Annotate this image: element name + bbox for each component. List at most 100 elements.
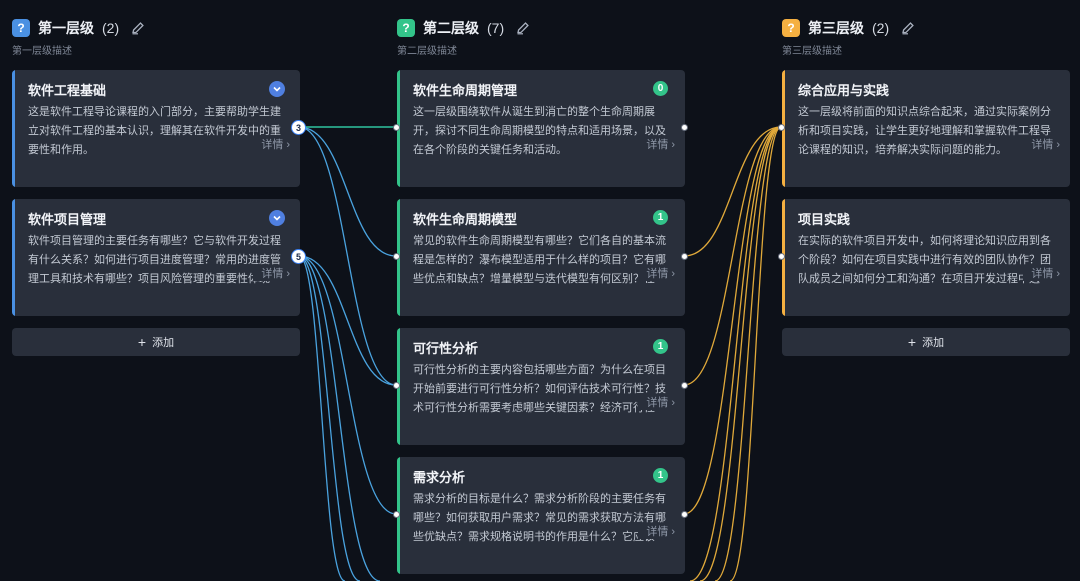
connector-dot[interactable]: [393, 253, 400, 260]
level-3-description: 第三层级描述: [782, 46, 842, 57]
card-description: 常见的软件生命周期模型有哪些？它们各自的基本流程是怎样的？瀑布模型适用于什么样的…: [413, 235, 666, 285]
card-description: 这一层级将前面的知识点综合起来，通过实际案例分析和项目实践，让学生更好地理解和掌…: [798, 106, 1051, 156]
chevron-right-icon: ›: [671, 526, 675, 538]
connection-line: [683, 126, 782, 257]
level-2-description: 第二层级描述: [397, 46, 457, 57]
question-icon: ?: [12, 19, 30, 37]
chevron-right-icon: ›: [1056, 139, 1060, 151]
level-2-count: (7): [487, 20, 505, 36]
card-software-lifecycle-models[interactable]: 软件生命周期模型 1 常见的软件生命周期模型有哪些？它们各自的基本流程是怎样的？…: [397, 199, 685, 316]
card-comprehensive-application[interactable]: 综合应用与实践 这一层级将前面的知识点综合起来，通过实际案例分析和项目实践，让学…: [782, 70, 1070, 187]
chevron-down-icon[interactable]: [269, 210, 285, 226]
details-label: 详情: [646, 139, 669, 151]
connection-line: [683, 126, 782, 515]
level-3-count: (2): [872, 20, 890, 36]
card-description: 这一层级围绕软件从诞生到消亡的整个生命周期展开，探讨不同生命周期模型的特点和适用…: [413, 106, 666, 156]
connection-line: [689, 126, 782, 581]
card-software-lifecycle-management[interactable]: 软件生命周期管理 0 这一层级围绕软件从诞生到消亡的整个生命周期展开，探讨不同生…: [397, 70, 685, 187]
connector-dot[interactable]: [681, 511, 688, 518]
connector-dot[interactable]: [681, 124, 688, 131]
level-3-header: ? 第三层级 (2): [782, 17, 915, 39]
chevron-right-icon: ›: [671, 139, 675, 151]
add-button[interactable]: + 添加: [782, 328, 1070, 356]
level-1-count: (2): [102, 20, 120, 36]
details-link[interactable]: 详情›: [638, 265, 675, 281]
card-title: 需求分析: [413, 470, 466, 485]
connector-dot[interactable]: [393, 511, 400, 518]
card-project-practice[interactable]: 项目实践 在实际的软件项目开发中，如何将理论知识应用到各个阶段？如何在项目实践中…: [782, 199, 1070, 316]
card-title: 软件生命周期管理: [413, 83, 518, 98]
level-1-header: ? 第一层级 (2): [12, 17, 145, 39]
chevron-right-icon: ›: [286, 268, 290, 280]
card-accent-bar: [12, 70, 15, 187]
connector-dot[interactable]: [393, 382, 400, 389]
card-software-engineering-basics[interactable]: 软件工程基础 这是软件工程导论课程的入门部分，主要帮助学生建立对软件工程的基本认…: [12, 70, 300, 187]
connection-line: [298, 255, 397, 386]
connector-dot[interactable]: [778, 124, 785, 131]
details-link[interactable]: 详情›: [638, 394, 675, 410]
details-label: 详情: [1031, 268, 1054, 280]
pencil-icon[interactable]: [516, 21, 530, 35]
question-icon: ?: [397, 19, 415, 37]
card-feasibility-analysis[interactable]: 可行性分析 1 可行性分析的主要内容包括哪些方面？为什么在项目开始前要进行可行性…: [397, 328, 685, 445]
details-label: 详情: [646, 526, 669, 538]
details-link[interactable]: 详情›: [638, 523, 675, 539]
plus-icon: +: [137, 334, 147, 350]
details-label: 详情: [646, 397, 669, 409]
connection-count-node[interactable]: 3: [291, 120, 306, 135]
connector-dot[interactable]: [778, 253, 785, 260]
card-description: 在实际的软件项目开发中，如何将理论知识应用到各个阶段？如何在项目实践中进行有效的…: [798, 235, 1051, 285]
connection-line: [298, 126, 397, 386]
card-description: 可行性分析的主要内容包括哪些方面？为什么在项目开始前要进行可行性分析？如何评估技…: [413, 364, 666, 414]
card-title: 综合应用与实践: [798, 83, 890, 98]
level-3-title: 第三层级: [808, 20, 864, 36]
card-title: 软件生命周期模型: [413, 212, 518, 227]
connection-line: [298, 126, 397, 257]
card-description: 需求分析的目标是什么？需求分析阶段的主要任务有哪些？如何获取用户需求？常见的需求…: [413, 493, 666, 543]
chevron-right-icon: ›: [286, 139, 290, 151]
connection-line: [714, 126, 782, 581]
card-accent-bar: [12, 199, 15, 316]
details-label: 详情: [261, 139, 284, 151]
connector-dot[interactable]: [681, 253, 688, 260]
details-label: 详情: [646, 268, 669, 280]
card-title: 软件工程基础: [28, 83, 107, 98]
chevron-right-icon: ›: [671, 268, 675, 280]
details-link[interactable]: 详情›: [638, 136, 675, 152]
chevron-right-icon: ›: [1056, 268, 1060, 280]
count-badge: 1: [653, 339, 668, 354]
pencil-icon[interactable]: [131, 21, 145, 35]
count-badge: 1: [653, 210, 668, 225]
card-description: 软件项目管理的主要任务有哪些？它与软件开发过程有什么关系？如何进行项目进度管理？…: [28, 235, 281, 285]
details-link[interactable]: 详情›: [253, 136, 290, 152]
connection-line: [683, 126, 782, 386]
level-2-title: 第二层级: [423, 20, 479, 36]
card-title: 软件项目管理: [28, 212, 107, 227]
level-1-description: 第一层级描述: [12, 46, 72, 57]
connection-line: [699, 126, 782, 581]
pencil-icon[interactable]: [901, 21, 915, 35]
plus-icon: +: [907, 334, 917, 350]
connection-line: [298, 255, 346, 581]
card-software-project-management[interactable]: 软件项目管理 软件项目管理的主要任务有哪些？它与软件开发过程有什么关系？如何进行…: [12, 199, 300, 316]
card-requirements-analysis[interactable]: 需求分析 1 需求分析的目标是什么？需求分析阶段的主要任务有哪些？如何获取用户需…: [397, 457, 685, 574]
chevron-down-icon[interactable]: [269, 81, 285, 97]
add-label: 添加: [922, 337, 945, 349]
level-2-header: ? 第二层级 (7): [397, 17, 530, 39]
details-link[interactable]: 详情›: [1023, 265, 1060, 281]
chevron-right-icon: ›: [671, 397, 675, 409]
connection-count-node[interactable]: 5: [291, 249, 306, 264]
level-1-title: 第一层级: [38, 20, 94, 36]
connector-dot[interactable]: [393, 124, 400, 131]
add-button[interactable]: + 添加: [12, 328, 300, 356]
connection-line: [298, 255, 361, 581]
details-label: 详情: [1031, 139, 1054, 151]
connector-dot[interactable]: [681, 382, 688, 389]
details-link[interactable]: 详情›: [1023, 136, 1060, 152]
question-icon: ?: [782, 19, 800, 37]
connection-line: [729, 126, 782, 581]
card-title: 项目实践: [798, 212, 851, 227]
add-label: 添加: [152, 337, 175, 349]
count-badge: 0: [653, 81, 668, 96]
details-link[interactable]: 详情›: [253, 265, 290, 281]
